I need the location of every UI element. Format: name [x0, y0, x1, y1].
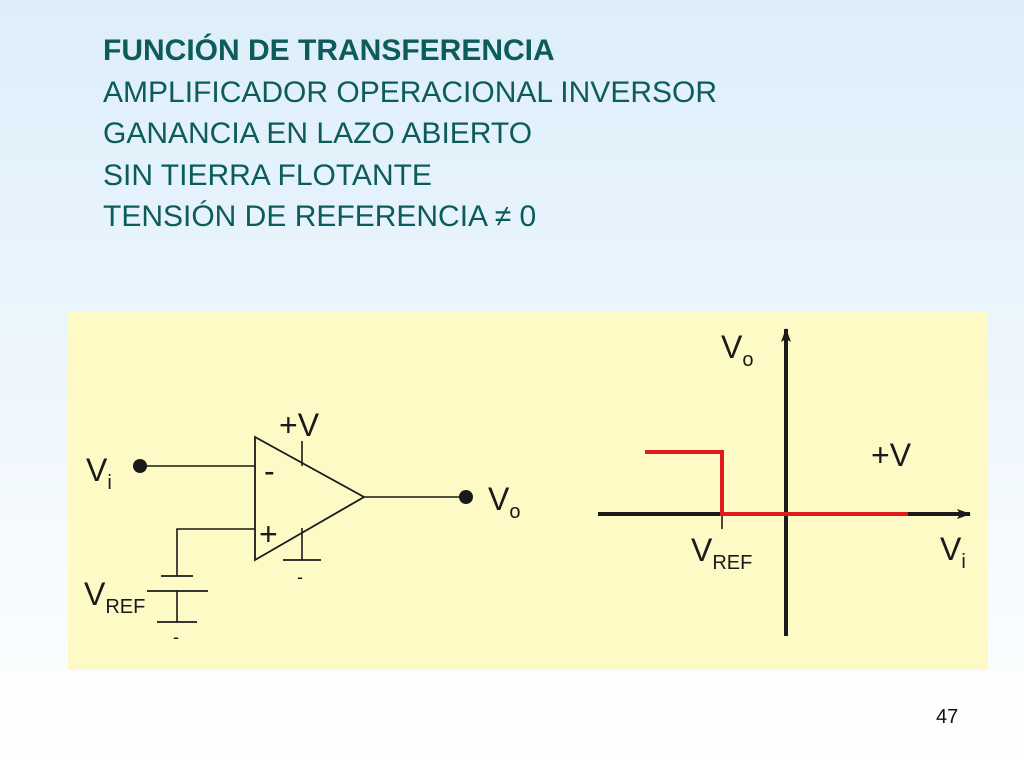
transfer-graph: Vo Vi +V VREF	[598, 328, 971, 636]
inverting-input-sign: -	[264, 453, 275, 489]
subtitle-line-3: SIN TIERRA FLOTANTE	[103, 158, 432, 192]
diagram-panel	[68, 312, 988, 670]
subtitle-line-4: TENSIÓN DE REFERENCIA ≠ 0	[103, 200, 537, 233]
supply-label: +V	[279, 407, 320, 443]
battery-ground-mark: -	[173, 627, 179, 647]
level-label: +V	[871, 437, 912, 473]
output-terminal	[459, 490, 473, 504]
slide-title-block: FUNCIÓN DE TRANSFERENCIA AMPLIFICADOR OP…	[103, 30, 717, 238]
y-axis-label: Vo	[721, 329, 753, 371]
ref-wire	[176, 528, 255, 576]
ref-label: VREF	[84, 576, 145, 618]
page-number: 47	[936, 706, 959, 728]
output-label: Vo	[488, 481, 520, 523]
input-label: Vi	[86, 452, 112, 494]
slide-title: FUNCIÓN DE TRANSFERENCIA	[103, 34, 555, 67]
noninverting-input-sign: +	[259, 516, 278, 552]
transfer-curve	[645, 450, 908, 516]
opamp-ground-mark: -	[297, 567, 303, 587]
op-amp-circuit	[140, 435, 466, 623]
x-axis-label: Vi	[940, 531, 966, 573]
op-amp-triangle	[254, 435, 366, 562]
vref-label: VREF	[691, 532, 752, 574]
subtitle-line-1: AMPLIFICADOR OPERACIONAL INVERSOR	[103, 75, 718, 109]
input-terminal	[133, 459, 147, 473]
subtitle-line-2: GANANCIA EN LAZO ABIERTO	[103, 117, 533, 150]
